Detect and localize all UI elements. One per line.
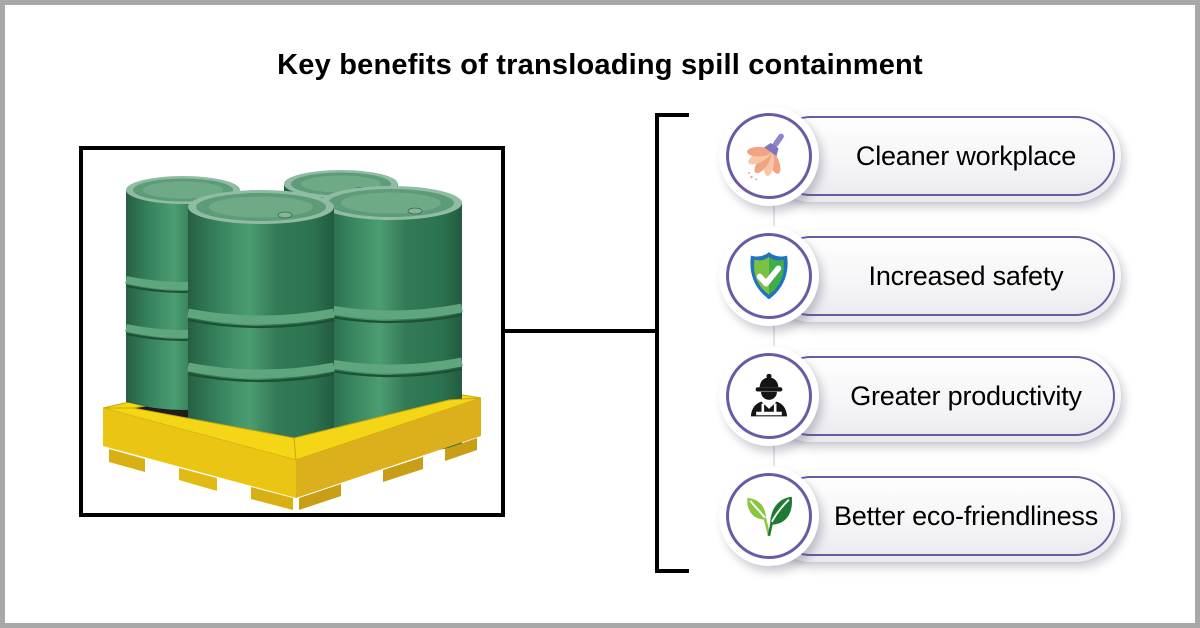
benefit-item-better-eco-friendliness: Better eco-friendliness xyxy=(719,466,1121,570)
benefit-item-increased-safety: Increased safety xyxy=(719,226,1121,330)
benefit-badge xyxy=(719,346,819,446)
spill-pallet-image-frame xyxy=(79,146,505,517)
benefit-label: Greater productivity xyxy=(850,380,1082,411)
duster-icon xyxy=(747,133,784,181)
connector-bracket-top-stub xyxy=(655,113,689,117)
benefit-badge xyxy=(719,106,819,206)
drums-on-spill-pallet-image xyxy=(102,170,482,510)
shield-check-icon xyxy=(750,252,788,300)
benefit-pill xyxy=(765,110,1121,202)
benefit-pill xyxy=(765,230,1121,322)
benefit-badge xyxy=(719,466,819,566)
connector-bracket-bottom-stub xyxy=(655,569,689,573)
benefit-pill xyxy=(765,470,1121,562)
benefit-item-greater-productivity: Greater productivity xyxy=(719,346,1121,450)
benefit-label: Increased safety xyxy=(868,260,1064,291)
benefit-label: Cleaner workplace xyxy=(855,140,1077,171)
benefit-pill xyxy=(765,350,1121,442)
leaves-icon xyxy=(747,496,793,537)
connector-bracket-vertical xyxy=(655,113,659,573)
connector-horizontal-line xyxy=(503,329,659,333)
construction-worker-icon xyxy=(750,373,788,417)
benefit-item-cleaner-workplace: Cleaner workplace xyxy=(719,106,1121,210)
page-title: Key benefits of transloading spill conta… xyxy=(277,49,923,81)
benefit-badge xyxy=(719,226,819,326)
benefit-label: Better eco-friendliness xyxy=(833,500,1099,531)
